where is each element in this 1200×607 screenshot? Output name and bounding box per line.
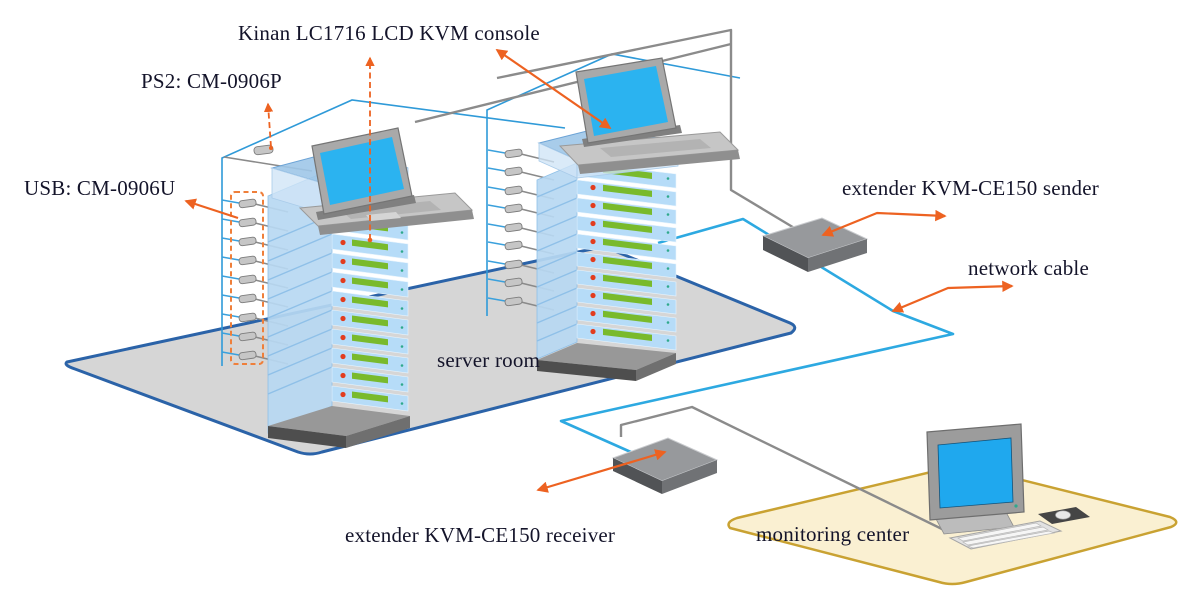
receiver-to-monitor-cable: [619, 405, 945, 532]
mouse: [1055, 510, 1071, 520]
label-server-room: server room: [437, 348, 541, 372]
label-monitoring-center: monitoring center: [756, 522, 910, 546]
leader-ps2: [263, 102, 274, 148]
monitoring-pc: [926, 423, 1090, 550]
leader-receiver: [536, 449, 667, 493]
rack1-cable-frame: [221, 99, 566, 366]
lcd-kvm-console-1: [298, 127, 474, 235]
kvm-extender-sender: [761, 217, 869, 272]
label-network-cable: network cable: [968, 256, 1089, 280]
server-rack-2: [536, 125, 679, 381]
leader-network-cable: [891, 280, 1014, 313]
usb-modules-highlight-box: [230, 191, 264, 365]
label-usb-module: USB: CM-0906U: [24, 176, 176, 200]
kvm-extender-receiver: [611, 437, 719, 494]
server-room-floor: [64, 246, 797, 456]
label-ps2-module: PS2: CM-0906P: [141, 69, 282, 93]
callout-leaders: [184, 49, 1014, 493]
network-cable-line: [559, 217, 955, 455]
label-extender-receiver: extender KVM-CE150 receiver: [345, 523, 616, 547]
lcd-kvm-console-2: [558, 57, 740, 174]
leader-sender: [821, 209, 947, 237]
label-extender-sender: extender KVM-CE150 sender: [842, 176, 1099, 200]
leader-console-right: [495, 49, 612, 129]
leader-usb: [184, 198, 239, 220]
label-kvm-console: Kinan LC1716 LCD KVM console: [238, 21, 540, 45]
